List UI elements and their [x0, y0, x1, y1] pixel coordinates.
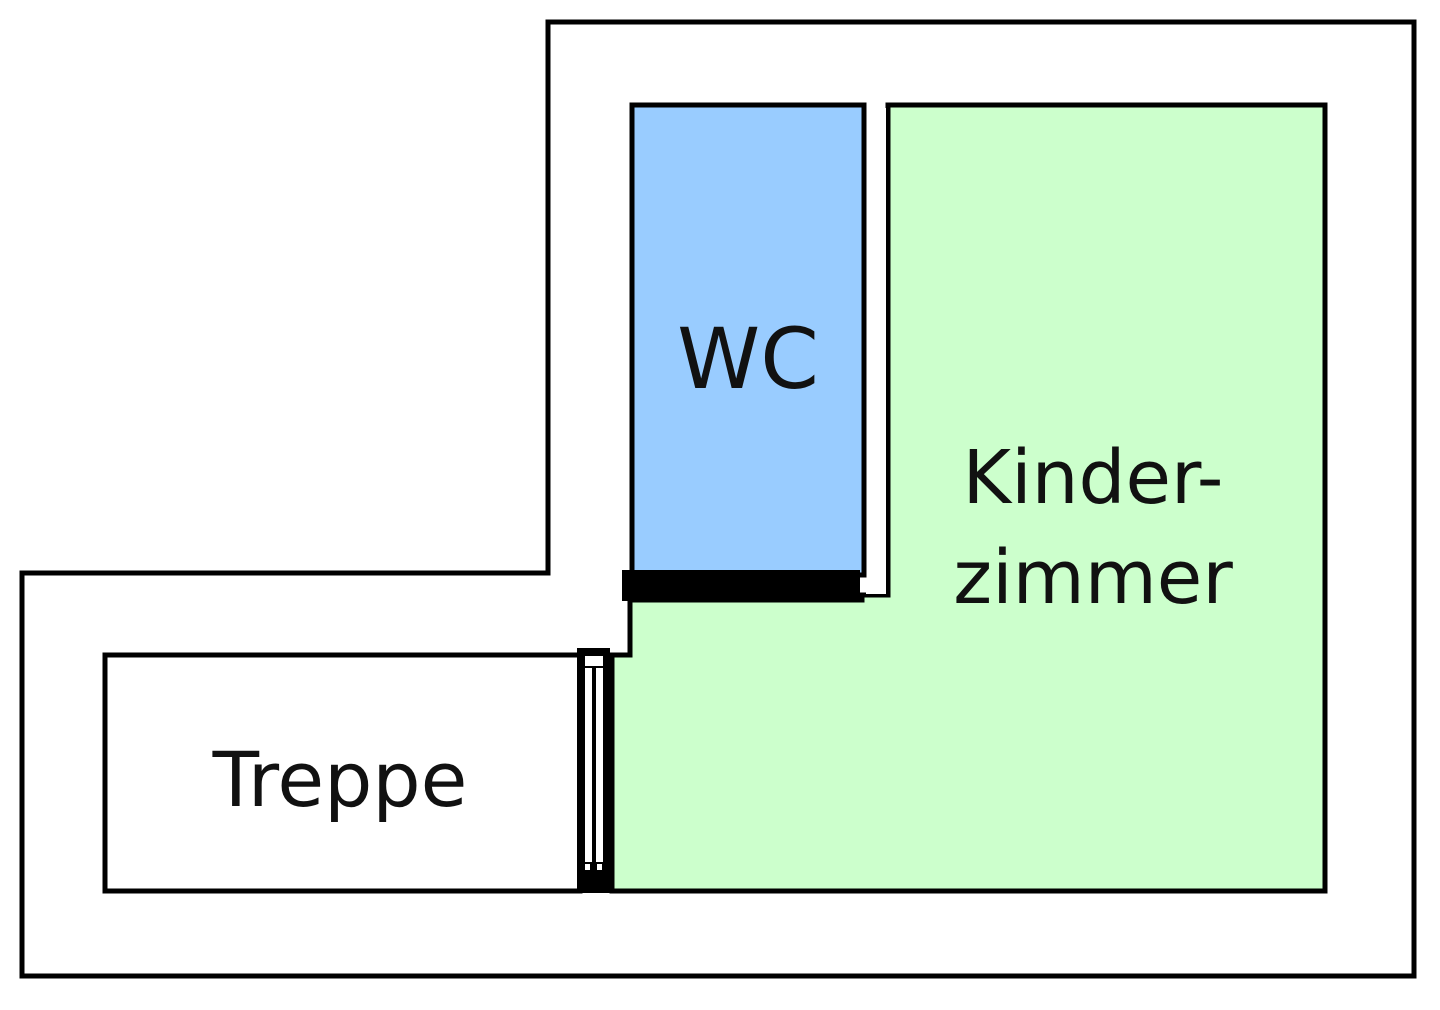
wc-door-wall: [622, 570, 860, 601]
room-kinderzimmer: [609, 102, 1328, 894]
wc-label: WC: [677, 310, 819, 408]
treppe-label: Treppe: [212, 735, 468, 824]
kinderzimmer-label-line2: zimmer: [953, 535, 1233, 621]
kinderzimmer-label-line1: Kinder-: [963, 435, 1224, 521]
wc-kinderzimmer-gap: [866, 108, 886, 594]
room-wc: [629, 102, 867, 578]
door-treppe-kinderzimmer[interactable]: [577, 648, 610, 893]
